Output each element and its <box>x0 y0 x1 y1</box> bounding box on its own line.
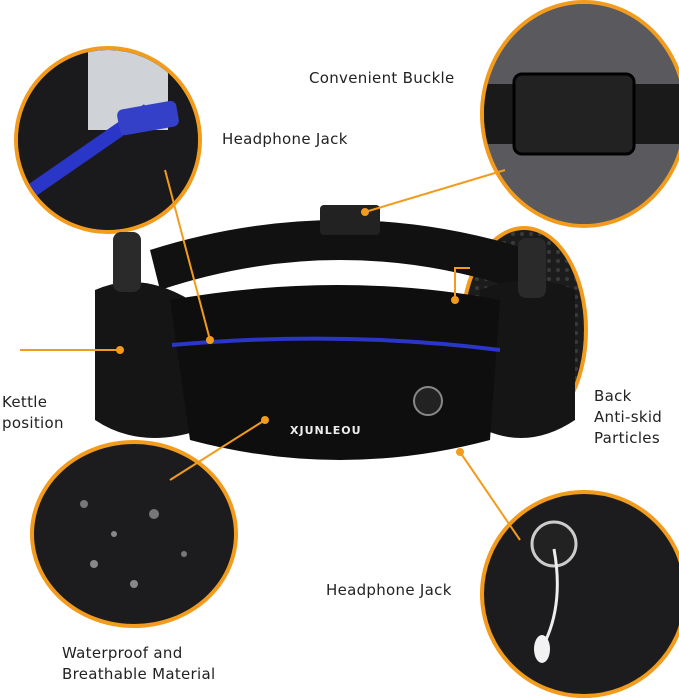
brand-logo: XJUNLEOU <box>290 424 362 437</box>
label-convenient-buckle: Convenient Buckle <box>309 69 455 87</box>
buckle-detail-image <box>484 4 679 224</box>
running-belt-image <box>20 169 575 541</box>
jack-detail-circle <box>480 490 679 698</box>
label-headphone-jack-bottom: Headphone Jack <box>326 581 452 599</box>
label-waterproof-material: Waterproof and Breathable Material <box>62 643 215 685</box>
label-line: position <box>2 414 64 432</box>
label-line: Anti-skid <box>594 408 663 426</box>
label-headphone-jack-top: Headphone Jack <box>222 130 348 148</box>
waterproof-detail-circle <box>30 440 238 628</box>
label-line: Breathable Material <box>62 665 216 683</box>
water-droplets <box>80 500 187 588</box>
headphone-jack-image <box>530 520 578 663</box>
label-kettle-position: Kettle position <box>2 392 64 434</box>
label-line: Particles <box>594 429 660 447</box>
label-back-antiskid: Back Anti-skid Particles <box>594 386 662 449</box>
buckle-detail-circle <box>480 0 679 228</box>
label-line: Waterproof and <box>62 644 183 662</box>
zipper-detail-image <box>18 50 198 230</box>
label-line: Back <box>594 387 632 405</box>
zipper-detail-circle <box>14 46 202 234</box>
label-line: Kettle <box>2 393 48 411</box>
